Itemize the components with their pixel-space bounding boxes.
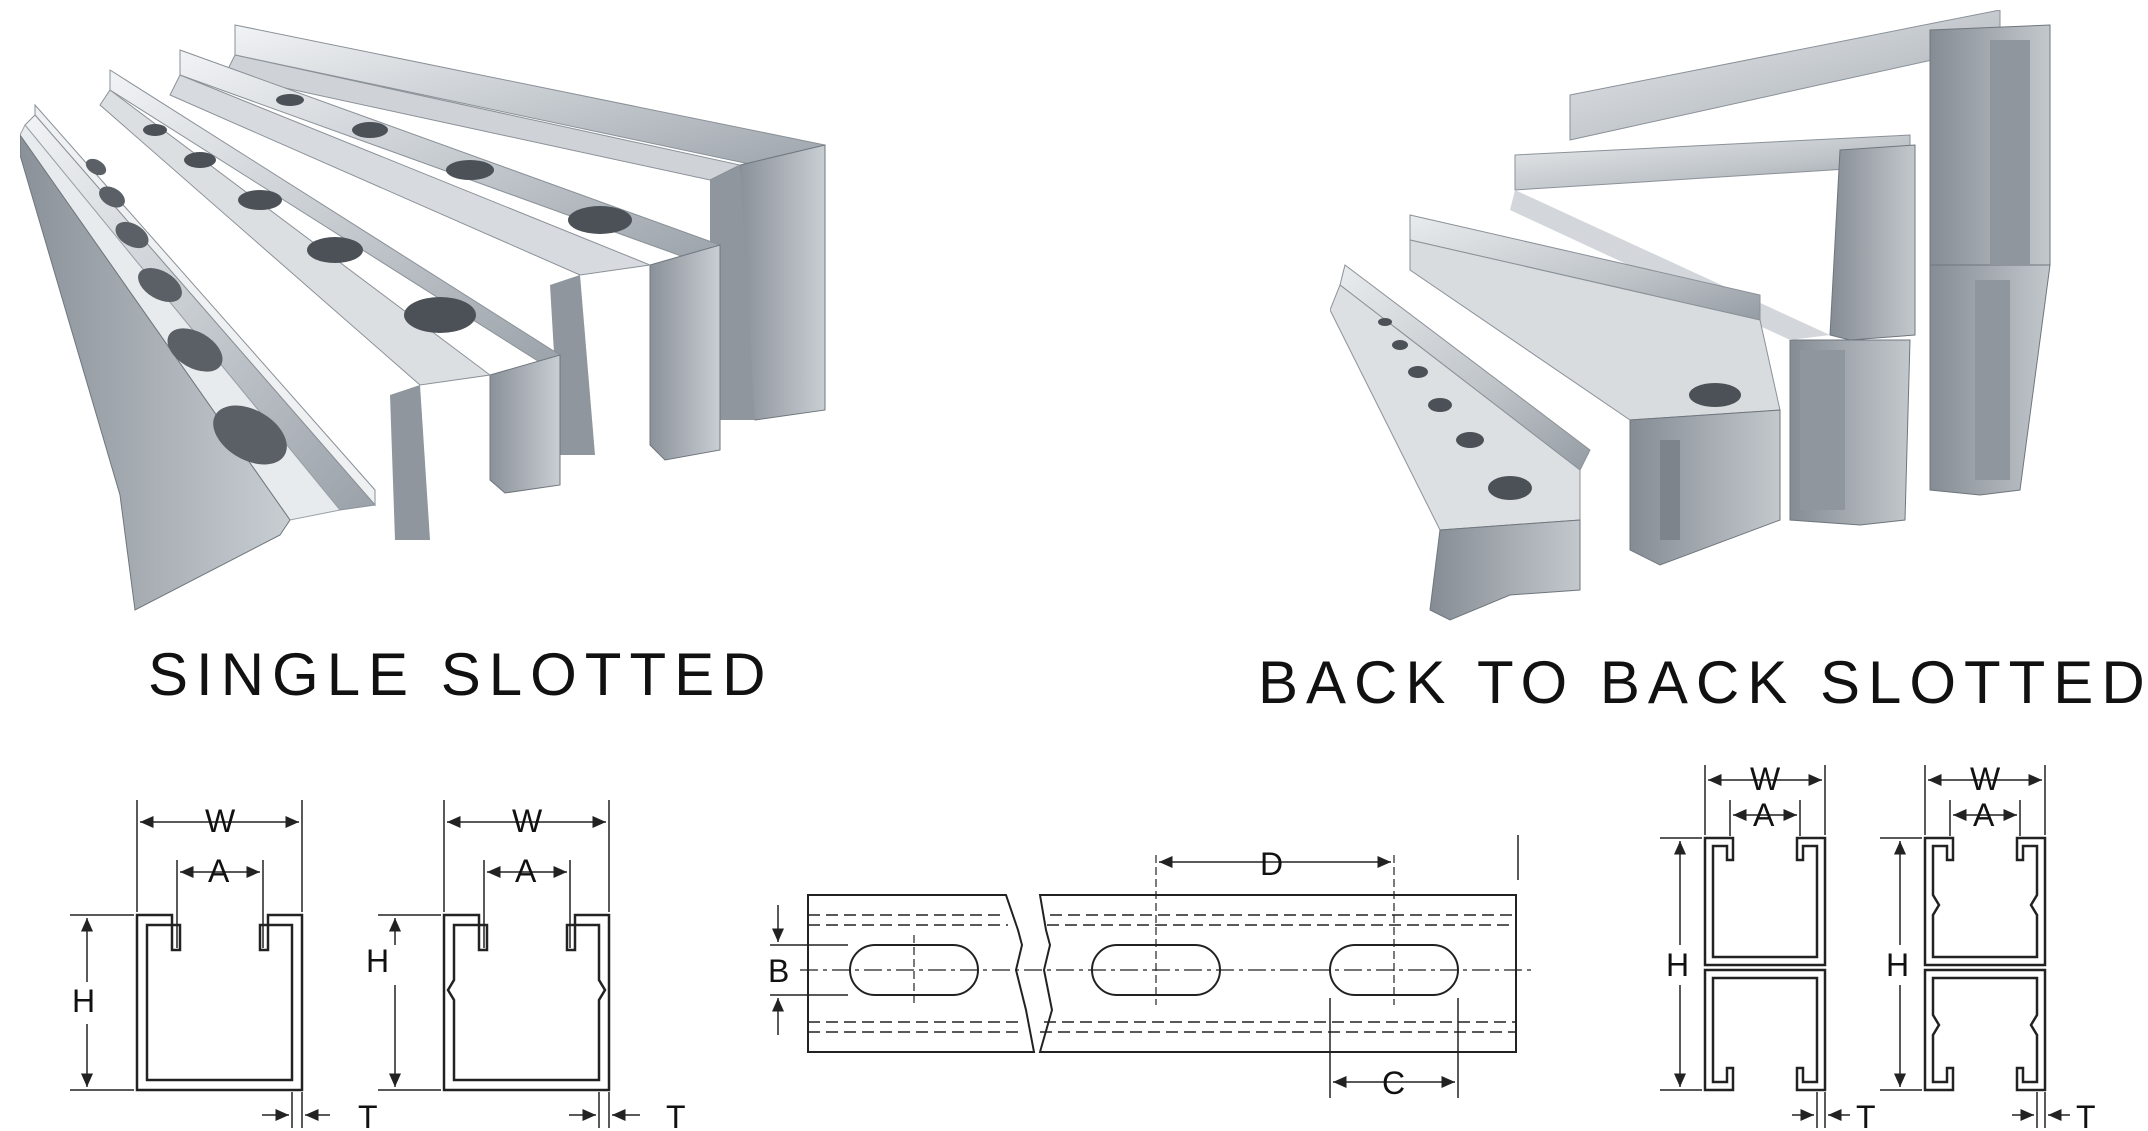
p1-label-w: W: [205, 803, 236, 839]
channel-large: [224, 24, 826, 421]
profile-back-to-back-grooved: [1880, 765, 2070, 1128]
channel-medium: [99, 69, 561, 540]
p3-label-h: H: [1666, 947, 1689, 983]
back-to-back-slotted-photo: [1330, 10, 2051, 621]
p3-label-a: A: [1753, 797, 1775, 833]
p2-label-a: A: [515, 853, 537, 889]
channel-pair-smallest: [1330, 264, 1591, 621]
slot-elevation: [770, 835, 1535, 1098]
slot-label-c: C: [1382, 1065, 1405, 1101]
channel-pair-small: [1409, 214, 1781, 566]
p4-label-h: H: [1886, 947, 1909, 983]
profile-back-to-back: [1660, 765, 1850, 1128]
channel-medium-large: [169, 49, 721, 461]
p2-label-h: H: [366, 943, 389, 979]
heading-back-to-back-slotted: BACK TO BACK SLOTTED: [1258, 649, 2148, 716]
channel-small: [20, 103, 376, 611]
channel-pair-large: [1569, 10, 2051, 496]
slot-label-b: B: [768, 953, 789, 989]
p4-label-t: T: [2076, 1099, 2096, 1131]
profile-grooved-channel: [378, 800, 640, 1128]
p4-label-a: A: [1973, 797, 1995, 833]
p2-label-w: W: [512, 803, 543, 839]
single-slotted-photo: [20, 24, 826, 611]
p2-label-t: T: [666, 1099, 686, 1131]
p3-label-t: T: [1856, 1099, 1876, 1131]
slot-label-d: D: [1260, 846, 1283, 882]
p4-label-w: W: [1970, 761, 2001, 797]
heading-single-slotted: SINGLE SLOTTED: [148, 641, 774, 708]
p1-label-h: H: [72, 983, 95, 1019]
p1-label-a: A: [208, 853, 230, 889]
profile-single-channel: [70, 800, 330, 1128]
p3-label-w: W: [1750, 761, 1781, 797]
p1-label-t: T: [358, 1099, 378, 1131]
